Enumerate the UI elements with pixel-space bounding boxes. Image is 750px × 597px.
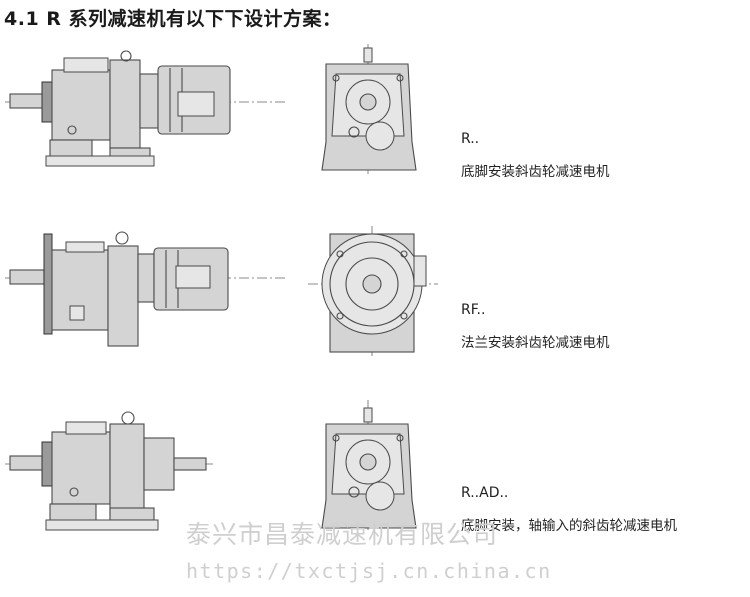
r-ad-side-view-drawing xyxy=(5,411,215,531)
r-front-view-drawing xyxy=(321,44,417,174)
rf-front-view-drawing xyxy=(308,226,438,356)
r-model-code: R.. xyxy=(461,131,480,147)
rf-side-view-drawing xyxy=(5,231,285,347)
rf-model-description: 法兰安装斜齿轮减速电机 xyxy=(461,335,610,351)
watermark-company: 泰兴市昌泰减速机有限公司 xyxy=(186,520,499,549)
r-ad-model-code: R..AD.. xyxy=(461,485,509,501)
r-ad-front-view-drawing xyxy=(321,400,417,530)
rf-model-code: RF.. xyxy=(461,302,486,318)
r-ad-model-description: 底脚安装，轴输入的斜齿轮减速电机 xyxy=(461,518,677,534)
watermark-url: https://txctjsj.cn.china.cn xyxy=(186,559,552,583)
r-model-description: 底脚安装斜齿轮减速电机 xyxy=(461,164,610,180)
section-heading: 4.1 R 系列减速机有以下下设计方案： xyxy=(4,8,342,30)
r-side-view-drawing xyxy=(5,50,285,167)
